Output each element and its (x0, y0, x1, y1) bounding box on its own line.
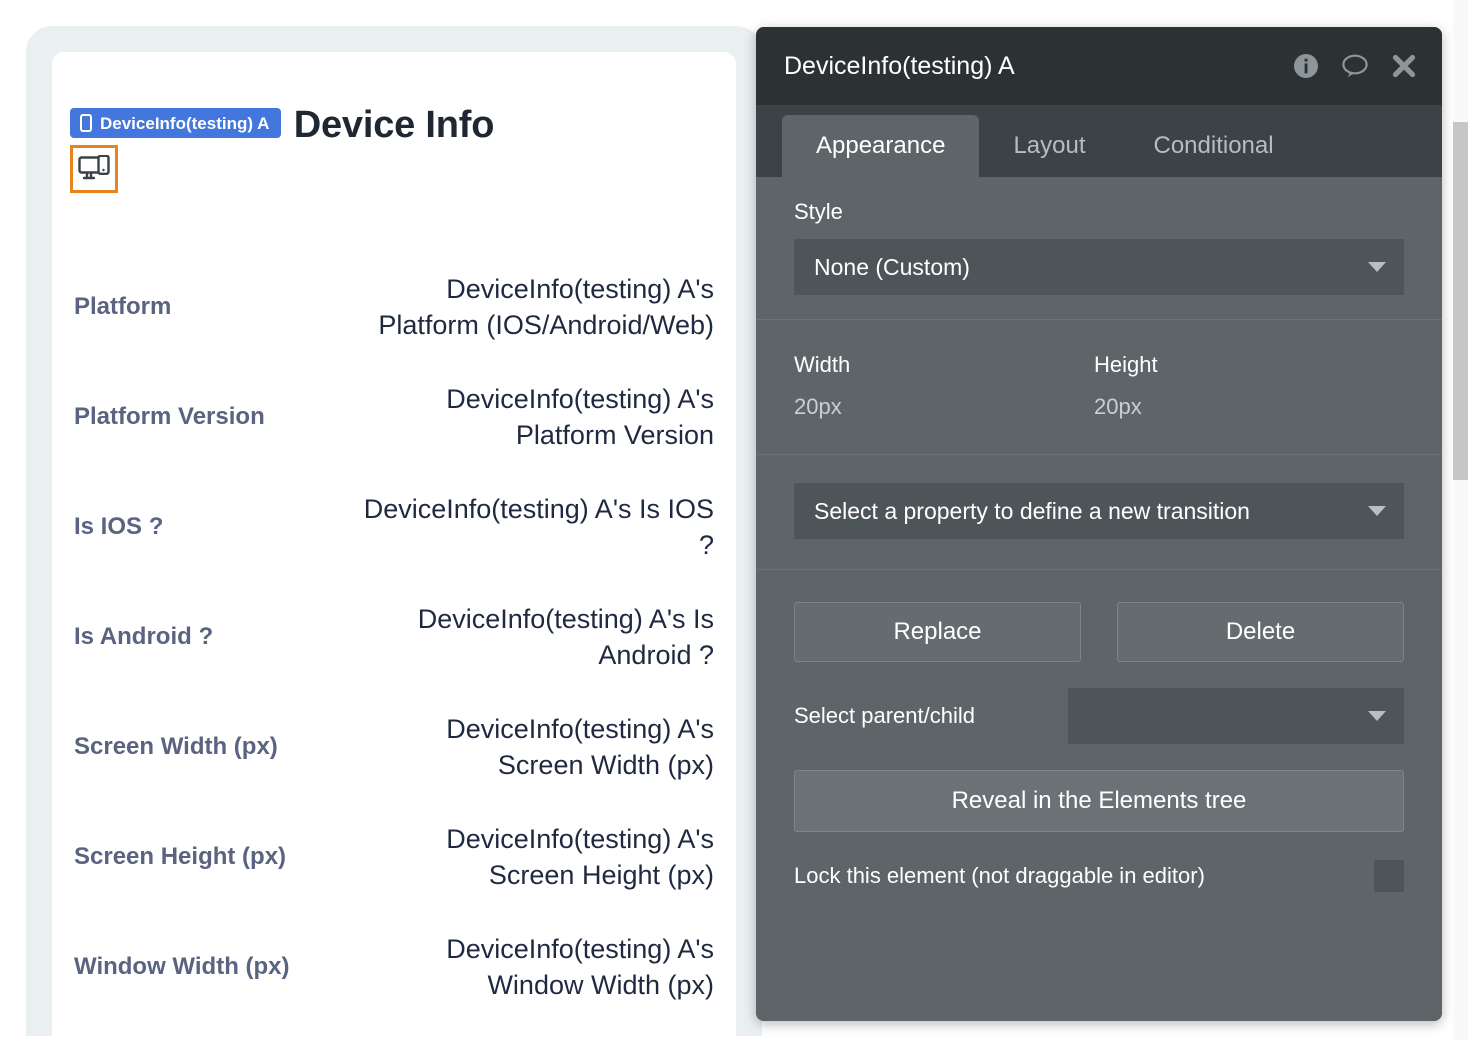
lock-element-row: Lock this element (not draggable in edit… (794, 860, 1404, 892)
chevron-down-icon (1368, 711, 1386, 721)
lock-element-label: Lock this element (not draggable in edit… (794, 863, 1205, 888)
transition-select[interactable]: Select a property to define a new transi… (794, 483, 1404, 539)
property-label: Platform (74, 293, 172, 320)
list-item: Is Android ? DeviceInfo(testing) A's Is … (52, 582, 736, 692)
lock-element-checkbox[interactable] (1374, 860, 1404, 892)
style-select-value: None (Custom) (814, 253, 970, 280)
property-value: DeviceInfo(testing) A's Is Android ? (417, 603, 714, 670)
chevron-down-icon (1368, 506, 1386, 516)
dimensions-section: Width 20px Height 20px (756, 320, 1442, 455)
style-select[interactable]: None (Custom) (794, 239, 1404, 295)
phone-icon (80, 114, 92, 132)
property-editor-tabs: Appearance Layout Conditional (756, 105, 1442, 177)
app-canvas-frame: Device Info Platform DeviceInfo(testing)… (26, 26, 762, 1048)
property-label: Screen Height (px) (74, 843, 287, 870)
height-value[interactable]: 20px (1094, 394, 1142, 419)
page-title: Device Info (293, 104, 495, 146)
width-value[interactable]: 20px (794, 394, 842, 419)
property-value: DeviceInfo(testing) A's Window Width (px… (446, 933, 714, 1000)
selection-badge[interactable]: DeviceInfo(testing) A (70, 108, 282, 138)
width-label: Width (794, 352, 851, 377)
delete-button[interactable]: Delete (1117, 602, 1404, 662)
property-editor-body: Style None (Custom) Width 20px Height 20… (756, 177, 1442, 1021)
reveal-in-elements-tree-button[interactable]: Reveal in the Elements tree (794, 770, 1404, 832)
close-icon[interactable] (1390, 52, 1418, 80)
property-label: Is IOS ? (74, 513, 164, 540)
property-label: Window Width (px) (74, 953, 290, 980)
device-monitor-phone-icon (78, 155, 110, 180)
app-page: Device Info Platform DeviceInfo(testing)… (52, 52, 736, 1048)
property-editor-title: DeviceInfo(testing) A (784, 51, 1015, 80)
list-item: Screen Height (px) DeviceInfo(testing) A… (52, 802, 736, 912)
style-section: Style None (Custom) (756, 177, 1442, 320)
transition-select-value: Select a property to define a new transi… (814, 497, 1250, 524)
list-item: Platform DeviceInfo(testing) A's Platfor… (52, 252, 736, 362)
tab-layout[interactable]: Layout (1013, 132, 1086, 159)
height-label: Height (1094, 352, 1158, 377)
property-value: DeviceInfo(testing) A's Platform Version (446, 383, 714, 450)
property-editor-header: DeviceInfo(testing) A (756, 27, 1442, 105)
selection-badge-label: DeviceInfo(testing) A (100, 113, 270, 133)
chevron-down-icon (1368, 262, 1386, 272)
transition-section: Select a property to define a new transi… (756, 455, 1442, 570)
list-item: Platform Version DeviceInfo(testing) A's… (52, 362, 736, 472)
selected-element-deviceinfo[interactable] (70, 145, 118, 193)
property-editor-panel: DeviceInfo(testing) A Appearance Layout … (756, 27, 1442, 1021)
list-item: Window Width (px) DeviceInfo(testing) A'… (52, 912, 736, 1022)
list-item: Screen Width (px) DeviceInfo(testing) A'… (52, 692, 736, 802)
tab-conditional[interactable]: Conditional (1153, 132, 1274, 159)
property-value: DeviceInfo(testing) A's Screen Height (p… (446, 823, 714, 890)
width-field: Width 20px (794, 352, 1094, 420)
info-icon[interactable] (1292, 52, 1320, 80)
tab-appearance[interactable]: Appearance (782, 115, 980, 177)
property-label: Is Android ? (74, 623, 214, 650)
height-field: Height 20px (1094, 352, 1394, 420)
header-icon-group (1292, 52, 1418, 80)
property-value: DeviceInfo(testing) A's Screen Width (px… (446, 713, 714, 780)
page-scrollbar-track[interactable] (1453, 0, 1468, 1040)
property-label: Screen Width (px) (74, 733, 278, 760)
page-scrollbar-thumb[interactable] (1453, 122, 1468, 480)
style-label: Style (794, 199, 843, 224)
comment-icon[interactable] (1340, 52, 1370, 80)
select-parent-child-label: Select parent/child (794, 703, 975, 728)
select-parent-child-row: Select parent/child (794, 688, 1404, 744)
replace-button[interactable]: Replace (794, 602, 1081, 662)
device-info-property-list: Platform DeviceInfo(testing) A's Platfor… (52, 252, 736, 1022)
property-label: Platform Version (74, 403, 265, 430)
actions-section: Replace Delete Select parent/child Revea… (756, 570, 1442, 916)
property-value: DeviceInfo(testing) A's Platform (IOS/An… (378, 273, 714, 340)
property-value: DeviceInfo(testing) A's Is IOS ? (363, 493, 714, 560)
list-item: Is IOS ? DeviceInfo(testing) A's Is IOS … (52, 472, 736, 582)
parent-child-select[interactable] (1068, 688, 1404, 744)
